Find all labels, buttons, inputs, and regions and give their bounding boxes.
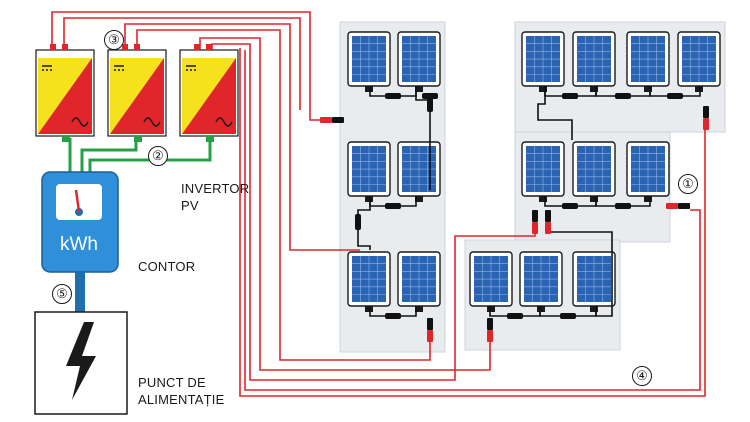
solar-panel: [347, 141, 391, 202]
solar-panels: [347, 31, 721, 312]
solar-panel: [521, 141, 565, 202]
solar-panel: [397, 31, 441, 92]
solar-panel: [626, 31, 670, 92]
inline-connectors: [355, 93, 683, 319]
marker-5: ⑤: [52, 284, 72, 304]
supply-point: [34, 311, 128, 415]
plug-positive: [320, 117, 332, 123]
connector: [667, 93, 683, 99]
solar-panel: [347, 251, 391, 312]
connector: [427, 96, 433, 112]
solar-panel: [469, 251, 513, 312]
plug-positive: [487, 330, 493, 342]
marker-3: ③: [104, 30, 124, 50]
plug-negative: [427, 318, 433, 330]
solar-panel: [397, 251, 441, 312]
grid-cable: [75, 272, 85, 312]
connector: [385, 313, 401, 319]
connector: [615, 93, 631, 99]
plug-positive: [545, 222, 551, 234]
inverter: [35, 44, 95, 142]
connector: [385, 203, 401, 209]
solar-panel: [519, 251, 563, 312]
connector: [507, 313, 523, 319]
plug-negative: [703, 106, 709, 118]
meter-unit-label: kWh: [60, 234, 98, 255]
inverter: [107, 44, 167, 142]
solar-panel: [521, 31, 565, 92]
supply-point-label: PUNCT DE ALIMENTAȚIE: [138, 375, 225, 407]
meter-label: CONTOR: [138, 259, 196, 274]
dc-cables: [51, 11, 706, 397]
marker-4: ④: [632, 366, 652, 386]
plug-negative: [532, 210, 538, 222]
plug-negative: [545, 210, 551, 222]
inverter-label: INVERTOR PV: [181, 181, 250, 213]
solar-panel: [397, 141, 441, 202]
connector: [562, 93, 578, 99]
solar-panel: [677, 31, 721, 92]
connector: [355, 214, 361, 230]
plug-positive: [703, 118, 709, 130]
lightning-bolt-icon: [66, 322, 96, 400]
marker-1: ①: [678, 174, 698, 194]
solar-panel: [572, 141, 616, 202]
connector: [562, 203, 578, 209]
plug-negative: [332, 117, 344, 123]
plug-positive: [427, 330, 433, 342]
plug-positive: [532, 222, 538, 234]
plug-negative: [678, 203, 690, 209]
inverters: [35, 44, 239, 142]
mc4-plugs: [320, 106, 709, 342]
connector: [560, 313, 576, 319]
plug-positive: [666, 203, 678, 209]
solar-panel: [347, 31, 391, 92]
solar-panel: [572, 251, 616, 312]
inverter: [179, 44, 239, 142]
connector: [615, 203, 631, 209]
energy-meter: [41, 171, 119, 273]
marker-2: ②: [148, 146, 168, 166]
solar-panel: [626, 141, 670, 202]
solar-panel: [572, 31, 616, 92]
connector: [385, 93, 401, 99]
plug-negative: [487, 318, 493, 330]
